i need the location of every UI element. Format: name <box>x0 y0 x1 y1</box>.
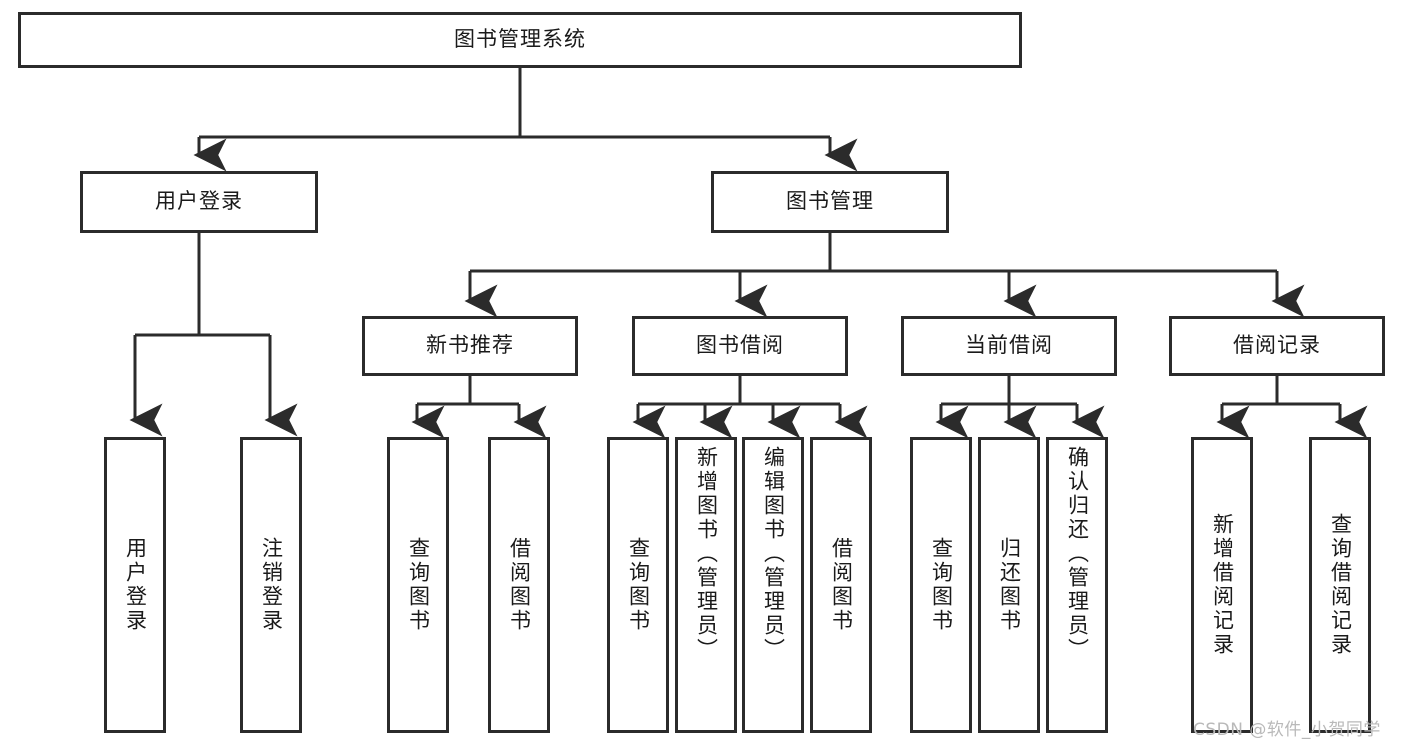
leaf-return-book[interactable]: 归还图书 <box>978 437 1040 733</box>
node-label: 新增图书（管理员） <box>694 446 719 662</box>
node-borrow-records[interactable]: 借阅记录 <box>1169 316 1385 376</box>
node-current-borrowing[interactable]: 当前借阅 <box>901 316 1117 376</box>
node-label: 新增借阅记录 <box>1210 513 1235 657</box>
node-label: 借阅记录 <box>1233 333 1321 358</box>
node-label: 当前借阅 <box>965 333 1053 358</box>
node-label: 新书推荐 <box>426 333 514 358</box>
node-label: 图书借阅 <box>696 333 784 358</box>
node-user-login[interactable]: 用户登录 <box>80 171 318 233</box>
leaf-search-borrow-record[interactable]: 查询借阅记录 <box>1309 437 1371 733</box>
leaf-edit-book-admin[interactable]: 编辑图书（管理员） <box>742 437 804 733</box>
node-label: 用户登录 <box>155 189 243 214</box>
leaf-logout[interactable]: 注销登录 <box>240 437 302 733</box>
node-label: 查询图书 <box>406 537 431 633</box>
node-label: 用户登录 <box>123 537 148 633</box>
node-label: 查询图书 <box>929 537 954 633</box>
node-label: 查询图书 <box>626 537 651 633</box>
node-book-borrow[interactable]: 图书借阅 <box>632 316 848 376</box>
node-new-book-recommendation[interactable]: 新书推荐 <box>362 316 578 376</box>
leaf-user-login[interactable]: 用户登录 <box>104 437 166 733</box>
leaf-borrow-book-newbook[interactable]: 借阅图书 <box>488 437 550 733</box>
node-label: 图书管理系统 <box>454 27 586 52</box>
node-label: 确认归还（管理员） <box>1065 446 1090 662</box>
node-book-management[interactable]: 图书管理 <box>711 171 949 233</box>
leaf-add-book-admin[interactable]: 新增图书（管理员） <box>675 437 737 733</box>
leaf-search-book-borrow[interactable]: 查询图书 <box>607 437 669 733</box>
node-root-library-management-system[interactable]: 图书管理系统 <box>18 12 1022 68</box>
leaf-search-book-newbook[interactable]: 查询图书 <box>387 437 449 733</box>
node-label: 图书管理 <box>786 189 874 214</box>
leaf-add-borrow-record[interactable]: 新增借阅记录 <box>1191 437 1253 733</box>
node-label: 归还图书 <box>997 537 1022 633</box>
node-label: 借阅图书 <box>829 537 854 633</box>
leaf-confirm-return-admin[interactable]: 确认归还（管理员） <box>1046 437 1108 733</box>
node-label: 编辑图书（管理员） <box>761 446 786 662</box>
node-label: 查询借阅记录 <box>1328 513 1353 657</box>
node-label: 借阅图书 <box>507 537 532 633</box>
node-label: 注销登录 <box>259 537 284 633</box>
leaf-borrow-book-borrow[interactable]: 借阅图书 <box>810 437 872 733</box>
leaf-search-book-current[interactable]: 查询图书 <box>910 437 972 733</box>
